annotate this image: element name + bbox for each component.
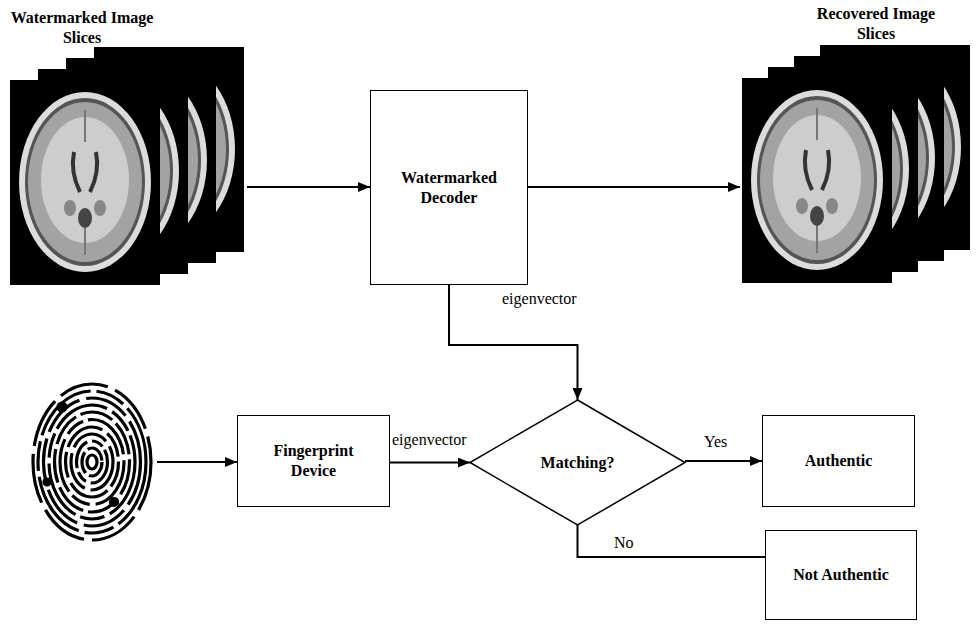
- watermarked-slices-illustration: [10, 47, 244, 285]
- device-box: Fingerprint Device: [237, 415, 390, 507]
- edge-label: Yes: [702, 432, 729, 451]
- decision-diamond: Matching?: [470, 400, 685, 525]
- edge-label: No: [612, 533, 636, 552]
- result-box: Not Authentic: [765, 530, 917, 620]
- illustration-heading: Recovered Image Slices: [816, 4, 936, 44]
- edge-label: eigenvector: [390, 430, 469, 449]
- connector-arrow: [685, 460, 762, 462]
- node-label: Authentic: [805, 451, 873, 471]
- process-box: Watermarked Decoder: [370, 90, 528, 285]
- fingerprint-arrow: [157, 461, 237, 463]
- connector-arrow: [578, 525, 766, 557]
- recovered-slices-illustration: [742, 45, 970, 283]
- illustration-heading: Watermarked Image Slices: [2, 8, 162, 48]
- node-label: Fingerprint Device: [264, 441, 364, 481]
- node-label: Not Authentic: [793, 565, 889, 585]
- output-arrow: [528, 186, 740, 188]
- node-label: Matching?: [541, 453, 615, 473]
- input-arrow: [247, 186, 370, 188]
- fingerprint-illustration: [33, 384, 151, 540]
- edge-label: eigenvector: [500, 289, 579, 308]
- result-box: Authentic: [762, 415, 915, 507]
- node-label: Watermarked Decoder: [389, 168, 509, 208]
- connector-arrow: [390, 462, 470, 464]
